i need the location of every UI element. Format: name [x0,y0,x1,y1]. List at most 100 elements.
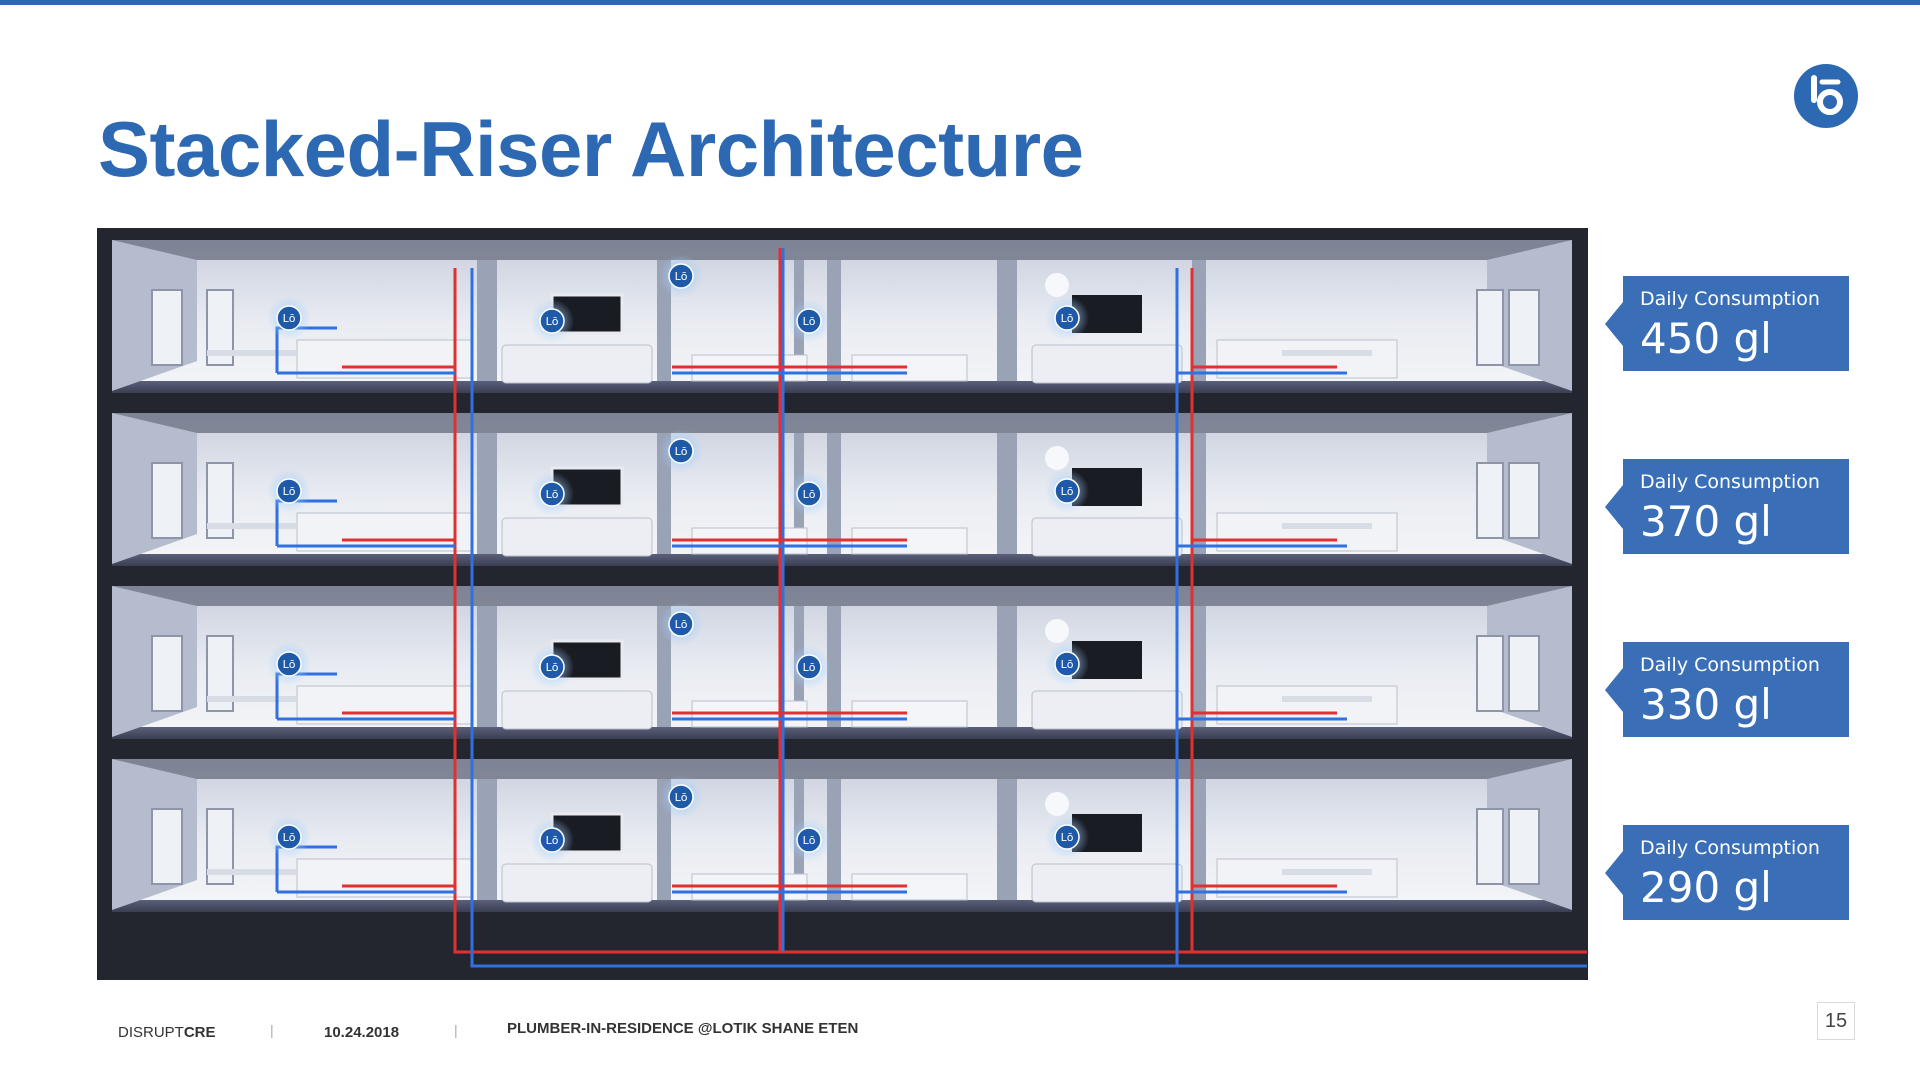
hot-water-riser [453,268,1587,954]
sensor-body [796,654,822,680]
window [151,462,183,539]
window [151,289,183,366]
partition-wall [827,606,841,727]
partition-wall [1192,606,1206,727]
dining-table [1282,869,1372,875]
partition-wall [827,433,841,554]
sofa [1031,863,1183,903]
sensor-body [539,654,565,680]
callout-pointer [1605,851,1623,895]
sofa [1031,517,1183,557]
lo-sensor-icon: Lō [530,299,574,343]
sensor-label: Lō [546,488,559,501]
ceiling [112,240,1572,260]
lo-sensor-icon: Lō [1045,815,1089,859]
consumption-label: Daily Consumption [1640,288,1820,310]
lo-sensor-icon: Lō [267,815,311,859]
lo-sensor-icon: Lō [530,472,574,516]
sensor-label: Lō [675,270,688,283]
sensor-body [1054,651,1080,677]
ceiling [112,759,1572,779]
sensor-body [796,308,822,334]
window [1476,289,1504,366]
sensor-body [668,263,694,289]
sensor-label: Lō [283,312,296,325]
sensor-body [668,438,694,464]
daily-consumption-box: Daily Consumption 450 gl [1605,276,1849,371]
lo-sensor-icon: Lō [530,645,574,689]
sofa [1031,344,1183,384]
lo-sensor-icon: Lō [267,642,311,686]
sensor-label: Lō [546,834,559,847]
sensor-label: Lō [803,834,816,847]
partition-wall [997,433,1017,554]
sensor-body [668,784,694,810]
sensor-label: Lō [1061,485,1074,498]
window [1476,635,1504,712]
consumption-label: Daily Consumption [1640,654,1820,676]
sofa [501,517,653,557]
lo-sensor-icon: Lō [787,472,831,516]
consumption-value: 330 gl [1640,680,1772,729]
sensor-body [276,478,302,504]
sofa [501,344,653,384]
dining-table [1282,696,1372,702]
page-number: 15 [1817,1002,1855,1040]
daily-consumption-box: Daily Consumption 290 gl [1605,825,1849,920]
sensor-label: Lō [546,661,559,674]
footer-brand-suffix: CRE [183,1024,216,1041]
sensor-body [276,651,302,677]
top-accent-bar [0,0,1920,5]
lo-sensor-icon: Lō [1045,642,1089,686]
sensor-body [1054,478,1080,504]
sensor-body [276,824,302,850]
floor-slab [112,900,1572,912]
lo-sensor-icon: Lō [530,818,574,862]
lo-sensor-icon: Lō [787,818,831,862]
lo-sensor-icon: Lō [659,775,703,819]
floor-slab [112,727,1572,739]
dining-table [207,869,297,875]
footer-divider: | [270,1022,274,1038]
footer-date: 10.24.2018 [324,1024,400,1041]
dining-table [207,523,297,529]
lo-sensor-icon: Lō [659,602,703,646]
lo-sensor-icon: Lō [1045,296,1089,340]
sensor-label: Lō [1061,312,1074,325]
lamp [1045,792,1069,816]
lo-sensor-icon: Lō [659,254,703,298]
lo-sensor-icon: Lō [267,469,311,513]
sensor-label: Lō [675,618,688,631]
lamp [1045,273,1069,297]
partition-wall [477,260,497,381]
lo-sensor-icon: Lō [787,645,831,689]
sensor-label: Lō [1061,831,1074,844]
sensor-label: Lō [1061,658,1074,671]
sensor-label: Lō [283,658,296,671]
window [1508,462,1540,539]
sofa [1031,690,1183,730]
partition-wall [477,779,497,900]
floor-slab [112,554,1572,566]
sensor-body [1054,305,1080,331]
sensor-label: Lō [803,315,816,328]
footer-brand: DISRUPTCRE [118,1024,216,1041]
sensor-label: Lō [283,831,296,844]
partition-wall [997,779,1017,900]
ceiling [112,586,1572,606]
lo-sensor-icon: Lō [787,299,831,343]
partition-wall [827,260,841,381]
dining-table [1282,350,1372,356]
window [1508,289,1540,366]
partition-wall [1192,433,1206,554]
window [151,635,183,712]
sensor-label: Lō [546,315,559,328]
lo-sensor-icon: Lō [267,296,311,340]
slide-title: Stacked-Riser Architecture [98,105,1084,193]
consumption-value: 290 gl [1640,863,1772,912]
partition-wall [997,606,1017,727]
sensor-label: Lō [675,445,688,458]
daily-consumption-box: Daily Consumption 330 gl [1605,642,1849,737]
partition-wall [997,260,1017,381]
